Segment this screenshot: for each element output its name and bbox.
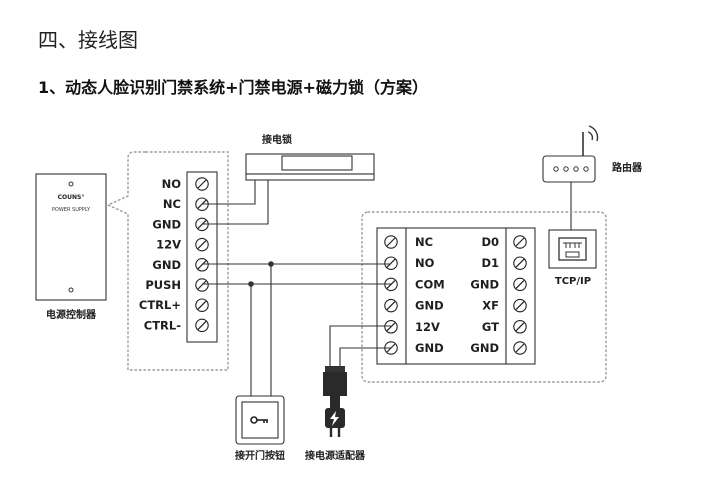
controller-left-label: NO xyxy=(415,256,435,270)
lightning-plug-icon xyxy=(330,411,339,426)
screw-terminal-icon xyxy=(513,256,527,270)
screw-terminal-icon xyxy=(195,318,209,333)
power-terminal-label: CTRL+ xyxy=(139,298,181,312)
router xyxy=(542,125,599,183)
power-terminal-label: CTRL- xyxy=(144,318,181,332)
power-terminal-callout xyxy=(106,151,229,371)
section-title: 四、接线图 xyxy=(38,28,138,52)
network-port xyxy=(548,229,597,269)
controller-right-label: D0 xyxy=(481,235,499,249)
screw-terminal-icon xyxy=(195,278,209,292)
controller-right-label: GND xyxy=(470,341,499,355)
power-terminal-label: GND xyxy=(152,258,181,272)
power-supply-body xyxy=(35,173,107,301)
screw-terminal-icon xyxy=(513,298,527,313)
adapter-body xyxy=(323,372,347,396)
screw-terminal-icon xyxy=(513,341,527,355)
adapter-collar xyxy=(325,366,345,372)
mount-hole xyxy=(68,287,74,293)
magnetic-lock xyxy=(245,153,375,181)
screw-terminal-icon xyxy=(513,235,527,249)
screw-terminal-icon xyxy=(195,177,209,191)
screw-terminal-icon xyxy=(384,235,398,249)
screw-terminal-icon xyxy=(384,298,398,313)
power-supply-model: POWER SUPPLY xyxy=(52,207,91,213)
controller-right-label: GT xyxy=(482,320,499,334)
screw-terminal-icon xyxy=(195,237,209,252)
screw-terminal-icon xyxy=(384,256,398,270)
wire-junction xyxy=(248,281,254,287)
wiring xyxy=(202,180,391,396)
wire-gnd-adapter xyxy=(339,347,391,366)
screw-terminal-icon xyxy=(513,277,527,292)
power-supply-unit: COUNS° POWER SUPPLY xyxy=(35,173,107,301)
network-port-frame xyxy=(548,229,597,269)
power-terminal-label: 12V xyxy=(156,238,181,252)
screw-terminal-icon xyxy=(513,320,527,334)
router-caption: 路由器 xyxy=(612,161,643,174)
mount-hole xyxy=(68,181,74,187)
adapter-caption: 接电源适配器 xyxy=(305,449,366,462)
controller-label-panel xyxy=(405,227,507,365)
wifi-signal-icon xyxy=(587,125,599,142)
power-terminal-label: PUSH xyxy=(145,278,181,292)
controller-right-label: GND xyxy=(470,277,499,291)
magnetic-lock-caption: 接电锁 xyxy=(262,133,292,146)
controller-outline xyxy=(361,211,607,383)
exit-button-caption: 接开门按钮 xyxy=(235,449,285,462)
screw-terminal-icon xyxy=(384,320,398,334)
scheme-title: 1、动态人脸识别门禁系统+门禁电源+磁力锁（方案） xyxy=(38,78,428,97)
controller-right-label: XF xyxy=(482,299,499,313)
power-terminal-labels: NO NC GND 12V GND PUSH CTRL+ CTRL- xyxy=(139,177,181,332)
power-terminal-label: NO xyxy=(162,177,182,191)
controller-left-label: COM xyxy=(415,277,445,291)
screw-terminal-icon xyxy=(195,298,209,312)
rj45-port-icon xyxy=(558,237,587,261)
wire-12v-adapter xyxy=(329,325,391,366)
wire-gnd-lock xyxy=(202,180,269,225)
network-port-caption: TCP/IP xyxy=(555,276,591,287)
power-adapter xyxy=(323,366,347,437)
router-body xyxy=(542,155,596,183)
controller-left-label: 12V xyxy=(415,320,440,334)
controller-left-label: GND xyxy=(415,299,444,313)
adapter-cable xyxy=(330,396,340,408)
controller-left-label: GND xyxy=(415,341,444,355)
screw-terminal-icon xyxy=(195,258,209,272)
controller-right-label: D1 xyxy=(481,256,499,270)
controller-left-label: NC xyxy=(415,235,433,249)
key-icon xyxy=(250,416,268,424)
power-supply-brand: COUNS° xyxy=(58,194,85,201)
power-supply-caption: 电源控制器 xyxy=(46,308,97,321)
lock-base xyxy=(245,173,375,181)
exit-button xyxy=(235,395,285,445)
wire-junction xyxy=(268,261,274,267)
power-terminal-label: GND xyxy=(152,217,181,231)
wire-nc-lock xyxy=(202,180,256,205)
lock-armature xyxy=(281,155,353,171)
power-terminal-label: NC xyxy=(163,197,181,211)
